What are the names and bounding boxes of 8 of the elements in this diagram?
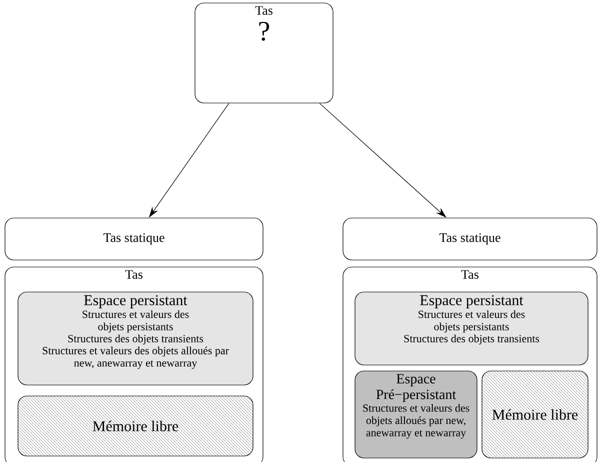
- persistent-space-box: Espace persistant Structures et valeurs des objets persistants Structures des objets transients Structures et valeurs des objets alloués par new, anewarray et newarray: [18, 292, 254, 386]
- static-heap-box: Tas statique: [4, 218, 264, 260]
- free-memory-box: Mémoire libre: [18, 396, 254, 456]
- persistent-space-box: Espace persistant Structures et valeurs des objets persistants Structures des objets transients: [354, 292, 588, 366]
- heap-box: Tas ?: [194, 2, 334, 104]
- free-memory-box: Mémoire libre: [482, 370, 588, 458]
- pre-persistent-space-box: Espace Pré−persistant Structures et valeurs des objets alloués par new, anewarray et newarray: [354, 370, 478, 458]
- static-heap-box: Tas statique: [342, 218, 598, 260]
